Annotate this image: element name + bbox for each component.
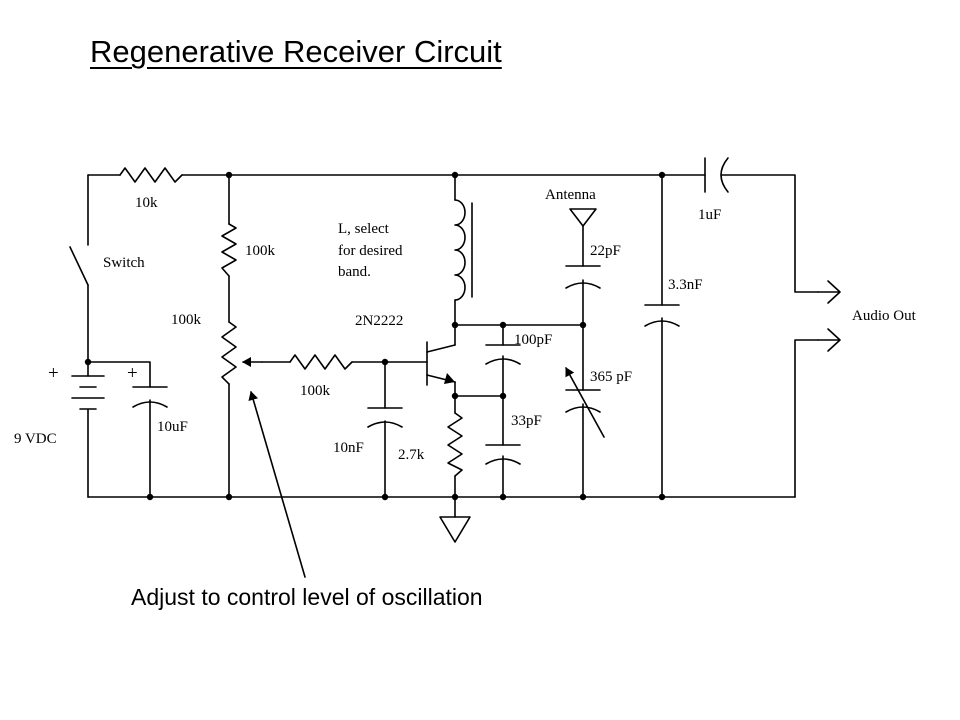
ground-symbol xyxy=(439,516,471,543)
capacitor-100pf xyxy=(485,344,521,365)
label-potentiometer: 100k xyxy=(171,312,202,328)
label-coil-line3: band. xyxy=(338,264,371,280)
label-capacitor-365pf: 365 pF xyxy=(590,369,632,385)
capacitor-1uf xyxy=(704,157,729,193)
resistor-100k-divider xyxy=(221,223,237,277)
label-battery-plus: + xyxy=(48,363,59,384)
capacitor-365pf-variable xyxy=(565,367,605,438)
label-resistor-100k-base: 100k xyxy=(300,383,331,399)
capacitor-33pf xyxy=(485,444,521,465)
callout-pointer xyxy=(248,391,306,578)
capacitor-22pf xyxy=(565,265,601,289)
transistor-2n2222 xyxy=(426,341,456,386)
label-resistor-100k-divider: 100k xyxy=(245,243,276,259)
resistor-10k xyxy=(119,167,183,183)
label-capacitor-33pf: 33pF xyxy=(511,413,542,429)
capacitor-10uf xyxy=(132,386,168,408)
caption: Adjust to control level of oscillation xyxy=(131,584,483,610)
label-resistor-10k: 10k xyxy=(135,195,158,211)
label-antenna: Antenna xyxy=(545,187,596,203)
label-battery-voltage: 9 VDC xyxy=(14,431,57,447)
audio-out-arrows xyxy=(817,280,841,352)
label-capacitor-10uf: 10uF xyxy=(157,419,188,435)
slide-title: Regenerative Receiver Circuit xyxy=(90,34,502,69)
switch xyxy=(69,246,89,286)
label-capacitor-22pf: 22pF xyxy=(590,243,621,259)
inductor-coil xyxy=(454,199,473,301)
label-coil-line2: for desired xyxy=(338,243,403,259)
label-audio-out: Audio Out xyxy=(852,308,917,324)
wires xyxy=(87,174,819,518)
capacitor-3-3nf xyxy=(644,304,680,327)
label-capacitor-plus: + xyxy=(127,363,138,384)
antenna-symbol xyxy=(569,208,597,227)
label-capacitor-10nf: 10nF xyxy=(333,440,364,456)
label-capacitor-1uf: 1uF xyxy=(698,207,721,223)
label-capacitor-3-3nf: 3.3nF xyxy=(668,277,703,293)
label-capacitor-100pf: 100pF xyxy=(514,332,552,348)
label-transistor: 2N2222 xyxy=(355,313,403,329)
label-switch: Switch xyxy=(103,255,145,271)
battery xyxy=(71,375,105,410)
junction-dots xyxy=(84,171,666,501)
resistor-2-7k xyxy=(447,412,463,477)
resistor-100k-base xyxy=(289,354,353,370)
label-resistor-2-7k: 2.7k xyxy=(398,447,425,463)
capacitor-10nf xyxy=(367,407,403,428)
potentiometer-100k xyxy=(221,321,263,385)
label-coil-line1: L, select xyxy=(338,221,390,237)
